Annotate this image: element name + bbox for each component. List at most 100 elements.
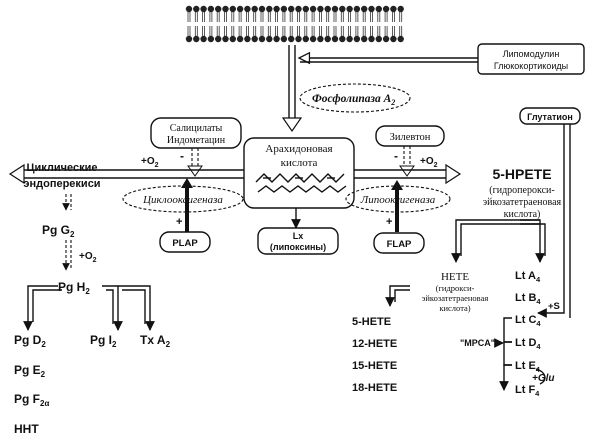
left-pathway-arrow: [8, 163, 244, 185]
lipid-head: [266, 5, 273, 13]
lipid-head: [375, 35, 382, 43]
o2-label-right: +O2: [420, 156, 438, 169]
hete-item-2: 12-HETE: [352, 338, 397, 350]
flap-plus: +: [386, 216, 392, 228]
lipid-head: [236, 5, 244, 13]
lipid-head: [185, 35, 193, 43]
lt-c4: Lt C4: [515, 314, 541, 328]
endoperoxides-label: эндоперекиси: [23, 178, 100, 190]
lipid-head: [346, 5, 353, 13]
lipid-head: [331, 35, 339, 43]
lipid-head: [193, 5, 200, 13]
lipid-head: [346, 35, 353, 43]
phospholipase-a2-oval: Фосфолипаза A2: [299, 83, 411, 113]
lipid-head: [361, 5, 368, 13]
lipomodulin-box: Липомодулин Глюкокортикоиды: [477, 43, 585, 75]
lipid-head: [295, 35, 302, 43]
lipid-head: [302, 35, 309, 43]
zileuton-label: Зилевтон: [390, 132, 431, 143]
cell-membrane: [185, 4, 411, 44]
lipid-head: [273, 35, 280, 43]
plus-glu-label: +Glu: [532, 373, 555, 384]
lipid-head: [390, 5, 397, 13]
lipid-head: [317, 5, 324, 13]
hete-item-1: 5-HETE: [352, 316, 391, 328]
lipid-head: [390, 35, 397, 43]
lipid-head: [339, 35, 346, 43]
lipoxins-label: (липоксины): [270, 242, 326, 252]
lipid-head: [309, 35, 317, 43]
salicylates-minus: -: [180, 149, 184, 163]
lipid-head: [368, 35, 375, 43]
tx-a2: Tx A2: [140, 333, 171, 349]
lipid-head: [280, 5, 288, 13]
lipoxins-box: Lx (липоксины): [257, 227, 339, 255]
lipid-head: [215, 35, 222, 43]
lipid-head: [324, 35, 331, 43]
lipid-head: [222, 5, 229, 13]
o2-plus-label: +O2: [79, 251, 97, 264]
glutathione-box: Глутатион: [519, 107, 581, 125]
acid-label: кислота: [281, 157, 318, 169]
lipid-head: [215, 5, 222, 13]
arachidonic-label: Арахидоновая: [265, 143, 332, 155]
lipid-head: [222, 35, 229, 43]
salicylates-box: Салицилаты Индометацин: [150, 117, 242, 149]
lipid-head: [397, 35, 404, 43]
lipid-head: [244, 35, 251, 43]
o2-label-left: +O2: [141, 156, 159, 169]
lipid-head: [236, 35, 244, 43]
lt-b4: Lt B4: [515, 292, 541, 306]
lipid-head: [251, 35, 258, 43]
hete-title: HETE: [441, 271, 469, 283]
lipid-head: [280, 35, 288, 43]
pg-e2: Pg E2: [14, 363, 46, 379]
lipid-head: [295, 5, 302, 13]
lipid-head: [324, 5, 331, 13]
lipid-head: [251, 5, 258, 13]
hpete-title: 5-HPETE: [492, 166, 551, 182]
lipid-head: [288, 35, 295, 43]
lipid-head: [361, 35, 368, 43]
lipid-head: [244, 5, 251, 13]
lipid-head: [353, 35, 361, 43]
phospholipase-label: Фосфолипаза A2: [312, 93, 395, 107]
hete-line3: кислота): [439, 303, 470, 313]
salicylates-label: Салицилаты: [170, 123, 223, 134]
lipid-head: [317, 35, 324, 43]
hpete-line2: эйкозатетраеновая: [483, 197, 562, 208]
cyclooxygenase-label: Циклооксигеназа: [142, 194, 223, 206]
pg-g2: Pg G2: [42, 223, 75, 239]
arachidonic-acid-box: Арахидоновая кислота: [243, 137, 355, 209]
mpca-label: "MPCA": [460, 338, 495, 348]
plap-box: PLAP: [159, 231, 211, 253]
lipid-head: [375, 5, 382, 13]
hpete-line3: кислота): [504, 209, 541, 220]
lt-f4: Lt F4: [515, 384, 540, 398]
plap-label: PLAP: [172, 238, 198, 249]
lipid-head: [273, 5, 280, 13]
lipomodulin-label: Липомодулин: [503, 49, 560, 59]
hht: HHT: [14, 422, 39, 436]
cyclooxygenase-oval: Циклооксигеназа: [122, 185, 244, 213]
lipid-head: [397, 5, 404, 13]
lt-e4: Lt E4: [515, 360, 541, 374]
lt-d4: Lt D4: [515, 337, 541, 351]
lipid-head: [302, 5, 309, 13]
glutathione-label: Глутатион: [527, 112, 573, 122]
lipid-head: [309, 5, 317, 13]
lipid-head: [353, 5, 361, 13]
lt-a4: Lt A4: [515, 270, 541, 284]
lipid-head: [229, 5, 236, 13]
lipid-head: [382, 5, 390, 13]
zileuton-minus: -: [394, 149, 398, 163]
lipid-head: [185, 5, 193, 13]
lipid-head: [229, 35, 236, 43]
lipid-head: [207, 35, 215, 43]
lipid-head: [339, 5, 346, 13]
lipid-head: [258, 5, 266, 13]
hete-item-3: 15-HETE: [352, 360, 397, 372]
pg-h2: Pg H2: [58, 280, 90, 296]
right-pathway-arrow: [354, 163, 462, 185]
